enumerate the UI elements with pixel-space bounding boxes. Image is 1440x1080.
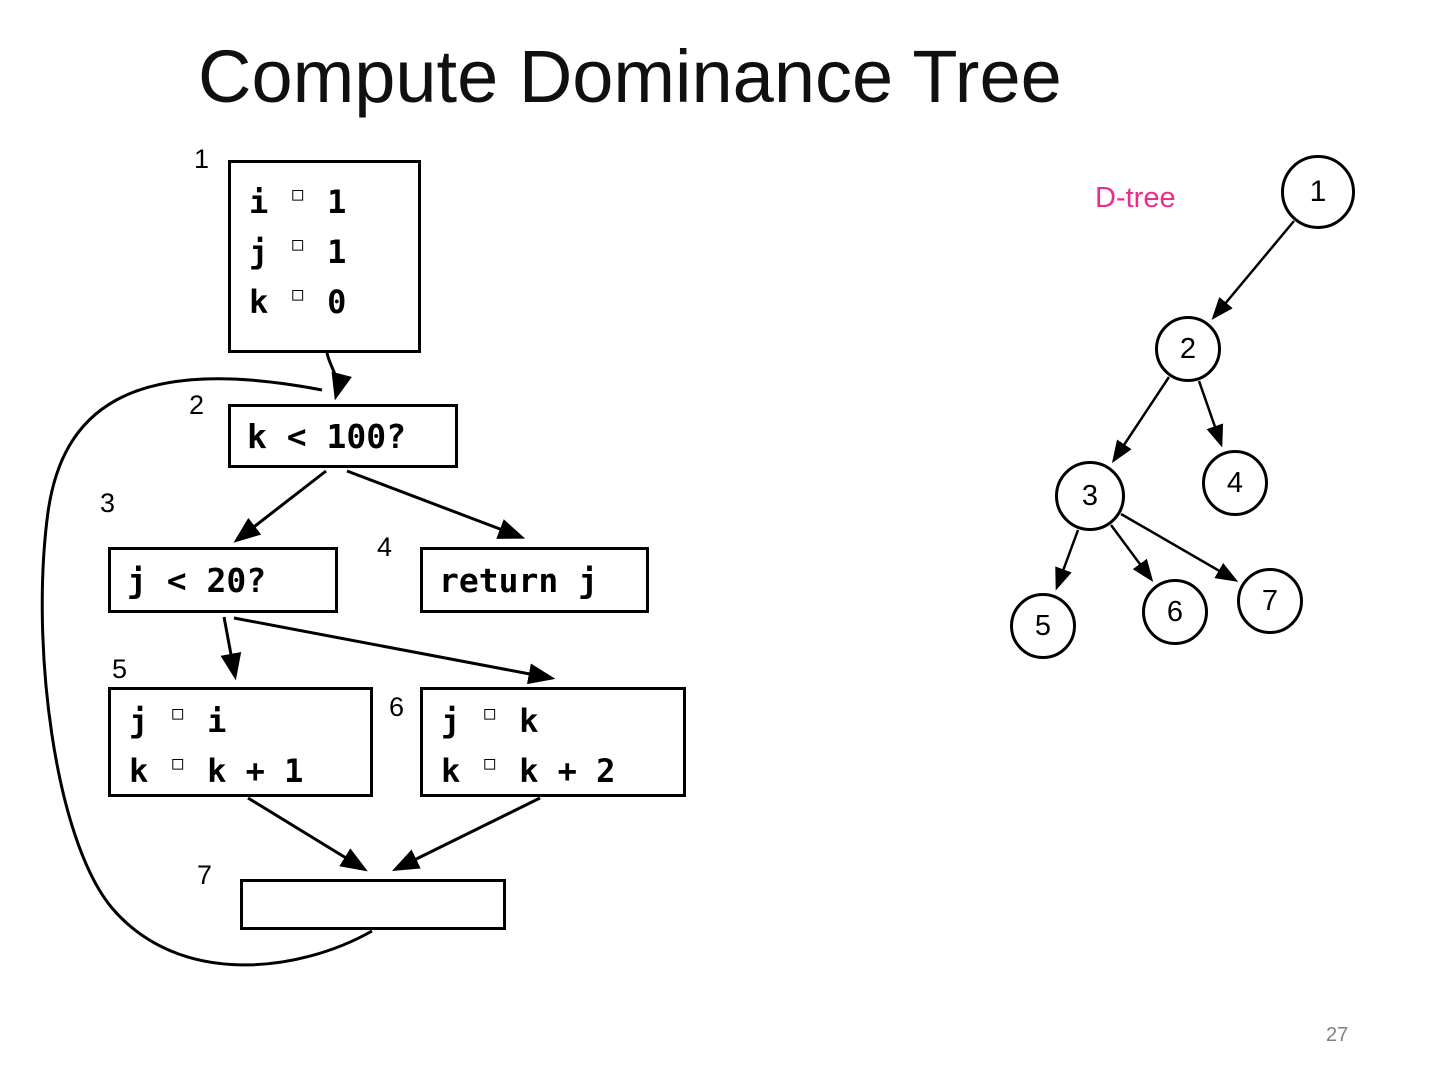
code-var: k [441,752,461,790]
code-line: k □ k + 2 [441,746,683,796]
dtree-edge-3-6 [1109,524,1154,583]
cfg-edge-1-2 [325,352,352,401]
cfg-edge-6-7 [391,796,541,871]
assign-op-glyph: □ [292,183,304,205]
dtree-node-5: 5 [1010,593,1076,659]
code-expr: k [519,702,539,740]
block-label-3: 3 [100,488,116,518]
assign-op-glyph: □ [292,283,304,305]
cfg-edge-2-3 [233,469,327,543]
code-var: j [129,702,149,740]
code-expr: 1 [327,233,347,271]
code-expr: 0 [327,283,347,321]
cfg-edge-3-6 [233,616,556,685]
cfg-edge-2-4 [346,469,526,539]
cfg-block-4-text: return j [439,560,598,600]
code-line: k □ 0 [249,277,418,327]
code-line: j □ 1 [249,227,418,277]
block-label-1: 1 [194,144,210,174]
cfg-block-3-text: j < 20? [127,560,267,600]
assign-op-glyph: □ [292,233,304,255]
code-line: k □ k + 1 [129,746,370,796]
code-expr: k + 2 [519,752,616,790]
dtree-edge-2-3 [1111,376,1171,464]
dtree-node-7: 7 [1237,568,1303,634]
block-label-4: 4 [377,532,393,562]
block-label-6: 6 [389,692,405,722]
cfg-edge-3-5 [220,616,242,681]
dtree-label: D-tree [1095,182,1176,214]
dtree-edge-3-5 [1055,529,1080,591]
dtree-node-2: 2 [1155,316,1221,382]
cfg-block-4: return j [420,547,649,613]
dtree-edge-1-2 [1211,220,1295,320]
dtree-node-1: 1 [1281,155,1355,229]
cfg-block-7 [240,879,506,930]
code-var: k [129,752,149,790]
cfg-back-edge-7-2 [40,377,373,967]
code-var: i [249,183,269,221]
code-expr: k + 1 [207,752,304,790]
code-var: k [249,283,269,321]
cfg-block-2-text: k < 100? [247,416,406,456]
dtree-node-6: 6 [1142,579,1208,645]
dtree-edge-3-7 [1120,512,1239,582]
cfg-block-6: j □ k k □ k + 2 [420,687,686,797]
assign-op-glyph: □ [172,702,184,724]
cfg-block-1: i □ 1 j □ 1 k □ 0 [228,160,421,353]
code-line: i □ 1 [249,177,418,227]
code-expr: i [207,702,227,740]
dtree-node-4: 4 [1202,450,1268,516]
slide-title: Compute Dominance Tree [198,35,1062,118]
assign-op-glyph: □ [172,752,184,774]
cfg-block-3: j < 20? [108,547,338,613]
code-var: j [249,233,269,271]
code-line: j □ k [441,696,683,746]
code-expr: 1 [327,183,347,221]
cfg-block-5: j □ i k □ k + 1 [108,687,373,797]
cfg-edge-5-7 [247,796,368,872]
block-label-7: 7 [197,860,213,890]
assign-op-glyph: □ [484,702,496,724]
assign-op-glyph: □ [484,752,496,774]
dtree-edge-2-4 [1197,380,1224,448]
code-line: j □ i [129,696,370,746]
block-label-5: 5 [112,654,128,684]
cfg-block-2: k < 100? [228,404,458,468]
code-var: j [441,702,461,740]
page-number: 27 [1326,1024,1349,1046]
dtree-node-3: 3 [1055,461,1125,531]
block-label-2: 2 [189,390,205,420]
